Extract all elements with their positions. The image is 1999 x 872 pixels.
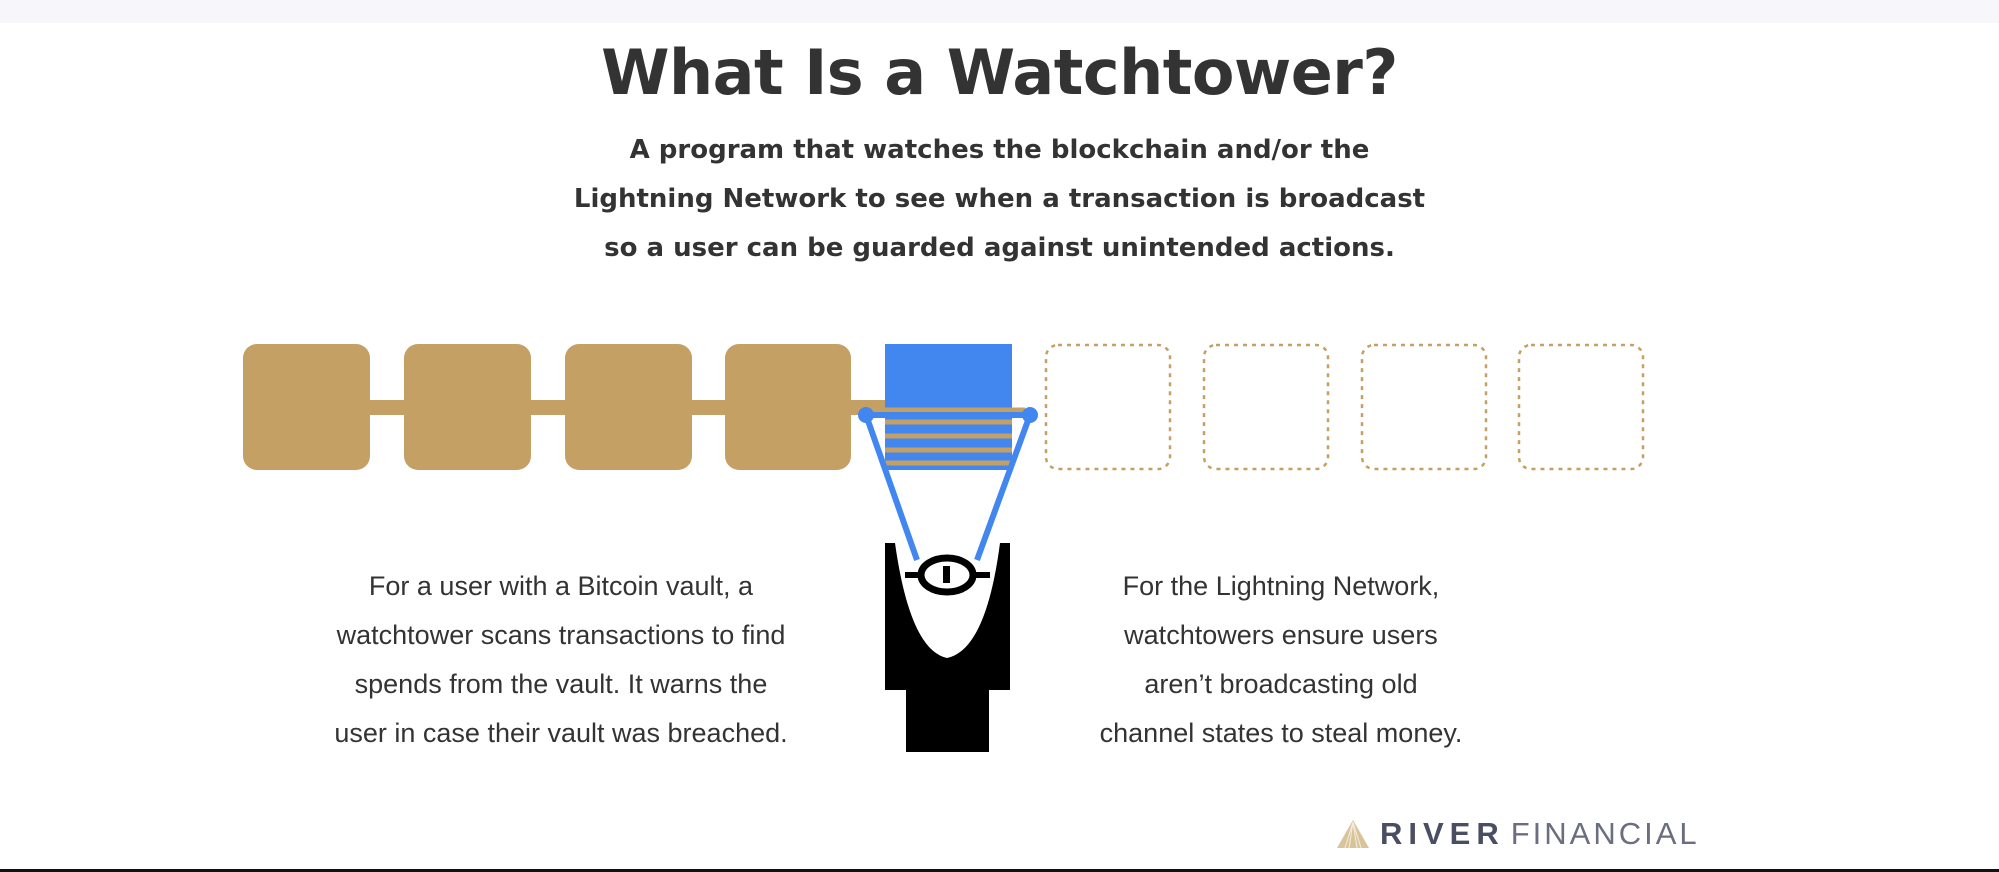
text-line: watchtowers ensure users	[1124, 620, 1438, 650]
page-title: What Is a Watchtower?	[601, 36, 1398, 109]
future-block	[1360, 343, 1488, 471]
confirmed-block	[565, 344, 692, 470]
logo-text-river: RIVER	[1380, 816, 1505, 851]
transaction-stripes	[870, 407, 1025, 466]
text-line: spends from the vault. It warns the	[354, 669, 768, 699]
future-block	[1202, 343, 1330, 471]
text-line: aren’t broadcasting old	[1144, 669, 1418, 699]
future-block	[1517, 343, 1645, 471]
confirmed-block	[725, 344, 851, 470]
bitcoin-vault-description: For a user with a Bitcoin vault, a watch…	[281, 562, 841, 758]
top-bar	[0, 0, 1999, 23]
text-line: channel states to steal money.	[1099, 718, 1463, 748]
beam-node	[858, 407, 874, 423]
confirmed-block	[404, 344, 531, 470]
logo-mark-icon	[1337, 820, 1369, 849]
text-line: user in case their vault was breached.	[334, 718, 788, 748]
logo-text-financial: FINANCIAL	[1510, 816, 1700, 851]
text-line: For a user with a Bitcoin vault, a	[368, 571, 754, 601]
lightning-network-description: For the Lightning Network, watchtowers e…	[1001, 562, 1561, 758]
future-block	[1044, 343, 1172, 471]
subtitle-line: so a user can be guarded against uninten…	[604, 233, 1395, 263]
text-line: watchtower scans transactions to find	[336, 620, 786, 650]
bottom-border	[0, 869, 1999, 872]
beam-node	[1022, 407, 1038, 423]
subtitle-line: A program that watches the blockchain an…	[629, 135, 1370, 165]
watchtower-icon	[885, 543, 1010, 752]
confirmed-block	[243, 344, 370, 470]
river-financial-logo: RIVER FINANCIAL	[1336, 816, 1700, 852]
watch-beams	[863, 412, 1033, 562]
subtitle: A program that watches the blockchain an…	[0, 126, 1999, 273]
subtitle-line: Lightning Network to see when a transact…	[573, 184, 1426, 214]
text-line: For the Lightning Network,	[1122, 571, 1440, 601]
